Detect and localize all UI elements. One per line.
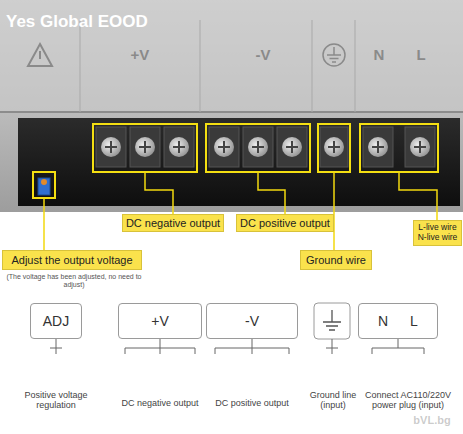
terminal-label: Connect AC110/220V power plug (input): [362, 390, 454, 411]
callout-box: DC negative output: [122, 214, 224, 232]
terminal-label: Ground line (input): [306, 390, 360, 411]
callout-box: L-live wireN-live wire: [413, 220, 462, 246]
node-text: ADJ: [43, 313, 69, 329]
terminal-screws: [96, 127, 435, 167]
warning-icon: [28, 44, 52, 66]
top-plate: [0, 0, 463, 112]
brackets: [50, 339, 424, 354]
terminal-label: DC positive output: [202, 398, 302, 408]
plate-ridge: [200, 20, 201, 112]
terminal-emboss: -V: [243, 46, 283, 63]
watermark: Yes Global EOOD: [6, 12, 226, 32]
terminal-box: N L: [358, 303, 438, 339]
ground-symbol: [323, 310, 341, 330]
plate-ridge: [312, 20, 313, 112]
plate-ridge: [355, 20, 356, 112]
terminal-box: -V: [206, 303, 298, 339]
node-text: Ground wire: [306, 254, 366, 267]
leader-lines: [44, 172, 437, 250]
potentiometer: [38, 178, 50, 195]
terminal-box: +V: [118, 303, 202, 339]
highlight-frames: [33, 124, 438, 198]
terminal-block: [18, 118, 460, 206]
terminal-label: DC negative output: [110, 398, 210, 408]
potentiometer: [41, 179, 47, 185]
warning-icon: [39, 51, 41, 59]
node-text: -V: [245, 313, 259, 329]
callout-box: Ground wire: [300, 250, 372, 270]
node-text: N L: [378, 313, 418, 329]
terminal-emboss: L: [410, 46, 432, 63]
node-text: +V: [151, 313, 169, 329]
ground-emboss: [327, 47, 341, 62]
note: (The voltage has been adjusted, no need …: [4, 273, 144, 289]
callout-box: Adjust the output voltage: [2, 250, 142, 270]
terminal-box: ADJ: [30, 303, 82, 339]
node-text: N-live wire: [418, 233, 458, 243]
node-text: Adjust the output voltage: [11, 254, 132, 267]
node-text: DC positive output: [240, 217, 330, 230]
watermark: bVL.bg: [402, 414, 462, 427]
ground-box: [314, 303, 350, 339]
node-text: DC negative output: [126, 217, 220, 230]
plate-ridge: [80, 20, 81, 112]
terminal-emboss: +V: [120, 46, 160, 63]
ground-emboss: [323, 44, 345, 66]
plate-edge: [0, 111, 463, 113]
metal-case: [0, 0, 463, 212]
terminal-emboss: N: [368, 46, 390, 63]
callout-box: DC positive output: [236, 214, 334, 232]
node-text: L-live wire: [418, 223, 456, 233]
terminal-label: Positive voltage regulation: [12, 390, 100, 411]
